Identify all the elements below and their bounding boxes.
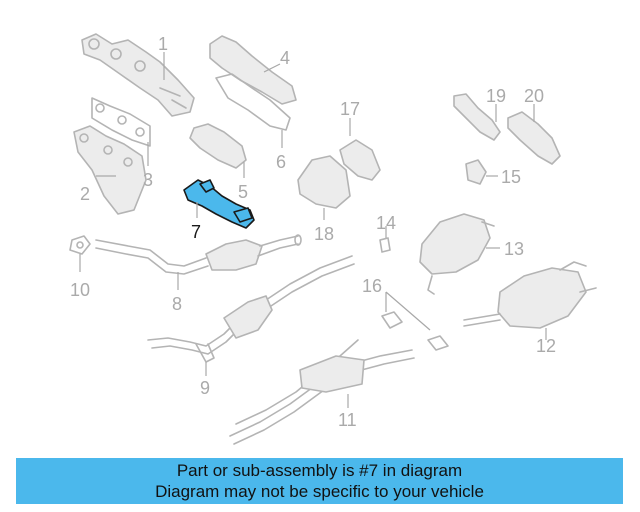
callout-2[interactable]: 2 bbox=[80, 184, 90, 204]
banner-line-2: Diagram may not be specific to your vehi… bbox=[155, 482, 484, 501]
part-8-front-pipe-catalyst[interactable] bbox=[95, 234, 302, 275]
part-2-exhaust-manifold[interactable] bbox=[73, 125, 147, 215]
callout-8[interactable]: 8 bbox=[172, 294, 182, 314]
info-banner: Part or sub-assembly is #7 in diagram Di… bbox=[16, 458, 623, 504]
callout-18[interactable]: 18 bbox=[314, 224, 334, 244]
part-5-heat-shield[interactable] bbox=[189, 123, 247, 169]
part-17-heat-shield[interactable] bbox=[339, 139, 381, 181]
part-18-heat-shield[interactable] bbox=[297, 155, 351, 209]
callout-4[interactable]: 4 bbox=[280, 48, 290, 68]
callout-11[interactable]: 11 bbox=[338, 410, 357, 430]
callout-3[interactable]: 3 bbox=[143, 170, 153, 190]
part-7-heat-shield-highlighted[interactable] bbox=[183, 179, 255, 229]
callout-13[interactable]: 13 bbox=[504, 239, 524, 259]
callout-14[interactable]: 14 bbox=[376, 213, 396, 233]
part-15-bracket[interactable] bbox=[465, 159, 487, 185]
callout-10[interactable]: 10 bbox=[70, 280, 90, 300]
part-10-flange-gasket[interactable] bbox=[69, 235, 91, 255]
part-13-rear-muffler[interactable] bbox=[419, 213, 495, 295]
callout-20[interactable]: 20 bbox=[524, 86, 544, 106]
part-14-clip[interactable] bbox=[379, 237, 391, 253]
part-4-heat-shield[interactable] bbox=[209, 35, 297, 131]
part-19-bracket[interactable] bbox=[453, 93, 501, 141]
callout-12[interactable]: 12 bbox=[536, 336, 556, 356]
part-20-bracket[interactable] bbox=[507, 111, 561, 165]
part-3-gasket[interactable] bbox=[91, 97, 151, 147]
part-9-intermediate-pipe[interactable] bbox=[147, 255, 355, 363]
part-16-clamps[interactable] bbox=[381, 311, 449, 351]
part-1-exhaust-manifold[interactable] bbox=[81, 33, 195, 117]
callout-9[interactable]: 9 bbox=[200, 378, 210, 398]
part-12-rear-muffler[interactable] bbox=[463, 261, 597, 329]
callout-15[interactable]: 15 bbox=[501, 167, 521, 187]
callout-17[interactable]: 17 bbox=[340, 99, 360, 119]
leader-4 bbox=[263, 63, 281, 73]
callout-5[interactable]: 5 bbox=[238, 182, 248, 202]
leader-16 bbox=[385, 291, 431, 331]
banner-line-1: Part or sub-assembly is #7 in diagram bbox=[176, 461, 463, 480]
callout-6[interactable]: 6 bbox=[276, 152, 286, 172]
callout-19[interactable]: 19 bbox=[486, 86, 506, 106]
part-11-rear-y-pipe[interactable] bbox=[229, 339, 415, 445]
callout-1[interactable]: 1 bbox=[158, 34, 168, 54]
callout-7[interactable]: 7 bbox=[191, 222, 201, 242]
callout-16[interactable]: 16 bbox=[362, 276, 382, 296]
